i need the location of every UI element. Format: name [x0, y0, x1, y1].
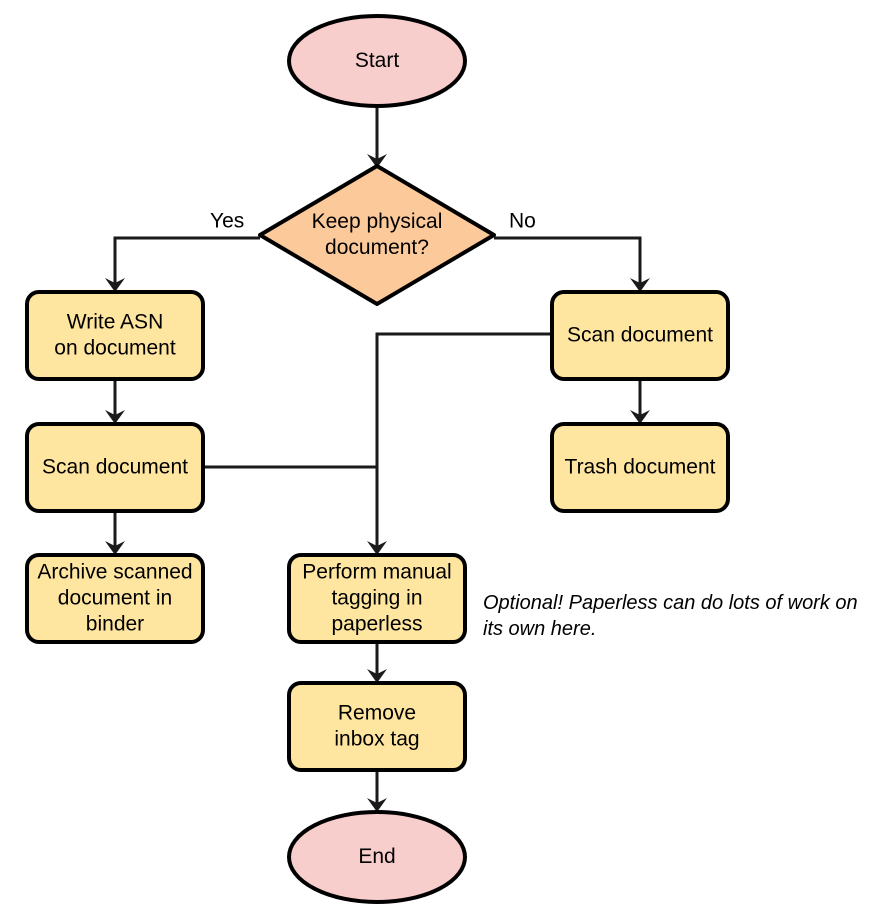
- node-label: Perform manual tagging in paperless: [302, 560, 451, 635]
- edge-decision-yes-to-write-asn: [105, 236, 260, 292]
- node-shape: [287, 553, 467, 644]
- edge-arrowhead: [630, 410, 650, 424]
- edges-layer: [105, 106, 650, 812]
- edge-write-asn-to-scan-left: [105, 379, 125, 424]
- node-label-line: binder: [86, 612, 144, 635]
- node-label-line: Start: [355, 49, 400, 72]
- edge-start-to-decision: [367, 106, 387, 168]
- node-label-line: End: [358, 845, 395, 868]
- node-shape: [287, 810, 467, 904]
- edge-arrowhead: [105, 410, 125, 424]
- node-label-line: Perform manual: [302, 560, 451, 583]
- node-label-line: document in: [58, 586, 172, 609]
- node-shape: [25, 422, 205, 513]
- node-label: End: [358, 845, 395, 868]
- node-shape: [550, 290, 730, 381]
- node-scan-document-left[interactable]: Scan document: [25, 422, 205, 513]
- node-label-line: document?: [325, 236, 429, 259]
- node-shape: [287, 681, 467, 772]
- node-label: Start: [355, 49, 400, 72]
- edge-manual-tagging-to-remove-inbox-tag: [367, 642, 387, 683]
- node-label-line: Trash document: [565, 455, 716, 478]
- annotation-paperless-optional-note: Optional! Paperless can do lots of work …: [483, 592, 858, 640]
- node-remove-inbox-tag[interactable]: Remove inbox tag: [287, 681, 467, 772]
- node-label-line: Scan document: [42, 455, 188, 478]
- edge-arrowhead: [367, 798, 387, 812]
- node-shape: [287, 14, 467, 108]
- node-keep-physical-document[interactable]: Keep physical document?: [258, 164, 496, 306]
- edge-label-yes-label: Yes: [210, 210, 244, 233]
- node-archive-scanned-document-in-binder[interactable]: Archive scanned document in binder: [25, 553, 205, 644]
- edge-scan-right-to-trash: [630, 379, 650, 424]
- node-label-line: Write ASN: [67, 310, 163, 333]
- node-shape: [25, 290, 205, 381]
- edge-arrowhead: [105, 541, 125, 555]
- edge-scan-left-to-archive: [105, 511, 125, 555]
- annotation-line: Optional! Paperless can do lots of work …: [483, 592, 858, 614]
- node-label: Write ASN on document: [54, 310, 176, 359]
- edge-labels-layer: Yes No: [210, 210, 536, 233]
- node-label: Archive scanned document in binder: [37, 560, 192, 635]
- node-trash-document[interactable]: Trash document: [550, 422, 730, 513]
- edge-scan-right-to-manual-tagging: [367, 332, 552, 555]
- node-end[interactable]: End: [287, 810, 467, 904]
- edge-line: [113, 236, 260, 284]
- node-shape: [258, 164, 496, 306]
- node-label-line: Keep physical: [312, 210, 443, 233]
- node-label-line: paperless: [331, 612, 422, 635]
- node-label: Keep physical document?: [312, 210, 443, 259]
- edge-remove-inbox-tag-to-end: [367, 770, 387, 812]
- node-label: Scan document: [567, 323, 713, 346]
- node-start[interactable]: Start: [287, 14, 467, 108]
- node-write-asn-on-document[interactable]: Write ASN on document: [25, 290, 205, 381]
- node-label-line: Archive scanned: [37, 560, 192, 583]
- node-label-line: on document: [54, 336, 176, 359]
- node-perform-manual-tagging-in-paperless[interactable]: Perform manual tagging in paperless: [287, 553, 467, 644]
- edge-line: [375, 332, 552, 547]
- edge-arrowhead: [367, 669, 387, 683]
- edge-arrowhead: [367, 154, 387, 168]
- node-scan-document-right[interactable]: Scan document: [550, 290, 730, 381]
- node-shape: [25, 553, 205, 644]
- edge-decision-no-to-scan-right: [494, 236, 650, 292]
- edge-label-no-label: No: [509, 210, 536, 233]
- edge-line: [494, 236, 642, 284]
- node-label: Remove inbox tag: [334, 701, 419, 750]
- edge-arrowhead: [630, 278, 650, 292]
- edge-arrowhead: [105, 278, 125, 292]
- annotation-line: its own here.: [483, 618, 596, 640]
- edge-arrowhead: [367, 541, 387, 555]
- node-label: Scan document: [42, 455, 188, 478]
- node-label-line: Scan document: [567, 323, 713, 346]
- node-label-line: inbox tag: [334, 727, 419, 750]
- annotations-layer: Optional! Paperless can do lots of work …: [483, 592, 858, 640]
- node-label-line: tagging in: [331, 586, 422, 609]
- node-shape: [550, 422, 730, 513]
- node-label-line: Remove: [338, 701, 416, 724]
- node-label: Trash document: [565, 455, 716, 478]
